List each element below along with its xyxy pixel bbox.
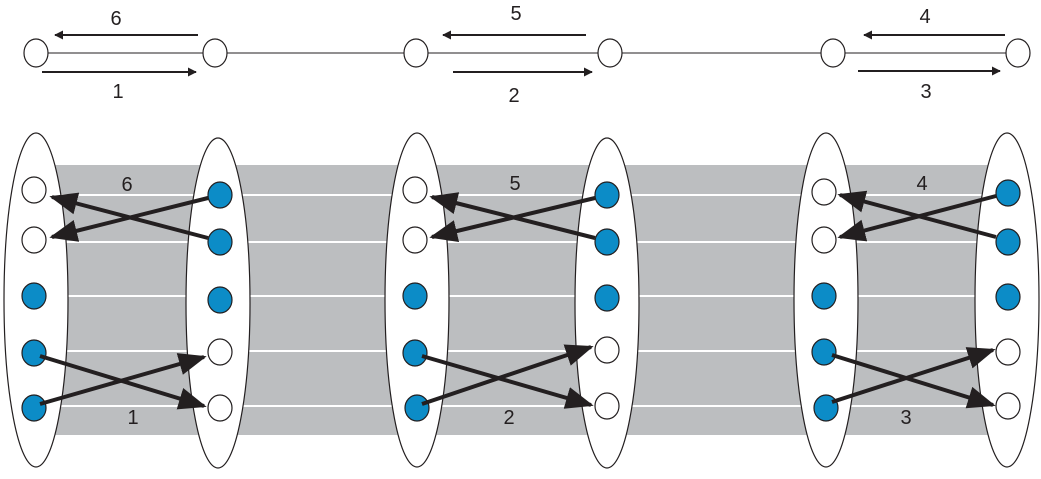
- port-empty: [207, 394, 233, 422]
- port-filled: [995, 179, 1021, 207]
- top-node: [403, 38, 429, 68]
- port-filled: [402, 339, 428, 367]
- node-pair-2: 5 2: [384, 132, 640, 469]
- node-pair-1: 6 1: [3, 132, 251, 469]
- port-filled: [811, 282, 837, 310]
- port-empty: [594, 392, 620, 420]
- bottom-physical-view: 6 1 5 2: [3, 132, 1040, 469]
- port-empty: [594, 336, 620, 364]
- label-4: 4: [919, 6, 930, 28]
- port-filled: [21, 339, 47, 367]
- label-2: 2: [503, 407, 514, 429]
- port-empty: [995, 392, 1021, 420]
- top-node: [23, 38, 49, 68]
- node-pair-3: 4 3: [793, 132, 1040, 468]
- label-6: 6: [121, 174, 132, 196]
- label-3: 3: [900, 407, 911, 429]
- top-logical-view: 6 1 5 2 4 3: [23, 3, 1031, 107]
- label-5: 5: [509, 173, 520, 195]
- cross-arrow: [429, 192, 596, 240]
- port-filled: [207, 228, 233, 256]
- label-1: 1: [112, 81, 123, 103]
- port-filled: [813, 394, 839, 422]
- cross-arrow: [421, 344, 594, 406]
- port-filled: [207, 181, 233, 209]
- port-empty: [811, 178, 837, 206]
- port-filled: [21, 282, 47, 310]
- top-node: [597, 38, 623, 68]
- cross-arrow: [49, 192, 209, 240]
- cross-arrow: [831, 347, 996, 404]
- label-3: 3: [920, 81, 931, 103]
- port-filled: [402, 282, 428, 310]
- port-filled: [995, 283, 1021, 311]
- label-6: 6: [110, 8, 121, 30]
- port-filled: [404, 394, 430, 422]
- label-2: 2: [508, 85, 519, 107]
- port-empty: [811, 226, 837, 254]
- port-empty: [21, 176, 47, 204]
- port-filled: [207, 286, 233, 314]
- port-empty: [995, 338, 1021, 366]
- top-node: [820, 38, 846, 68]
- port-empty: [21, 226, 47, 254]
- cross-arrow: [39, 354, 207, 410]
- cross-arrow: [831, 353, 996, 409]
- top-node: [1005, 38, 1031, 68]
- cross-arrow: [421, 354, 594, 409]
- top-node: [202, 38, 228, 68]
- port-filled: [811, 338, 837, 366]
- port-empty: [402, 176, 428, 204]
- port-filled: [594, 284, 620, 312]
- label-4: 4: [916, 173, 927, 195]
- cross-arrow: [837, 190, 997, 239]
- port-filled: [995, 228, 1021, 256]
- port-empty: [207, 338, 233, 366]
- label-1: 1: [127, 407, 138, 429]
- port-filled: [594, 181, 620, 209]
- port-filled: [21, 394, 47, 422]
- port-empty: [402, 226, 428, 254]
- label-5: 5: [510, 3, 521, 25]
- port-filled: [594, 228, 620, 256]
